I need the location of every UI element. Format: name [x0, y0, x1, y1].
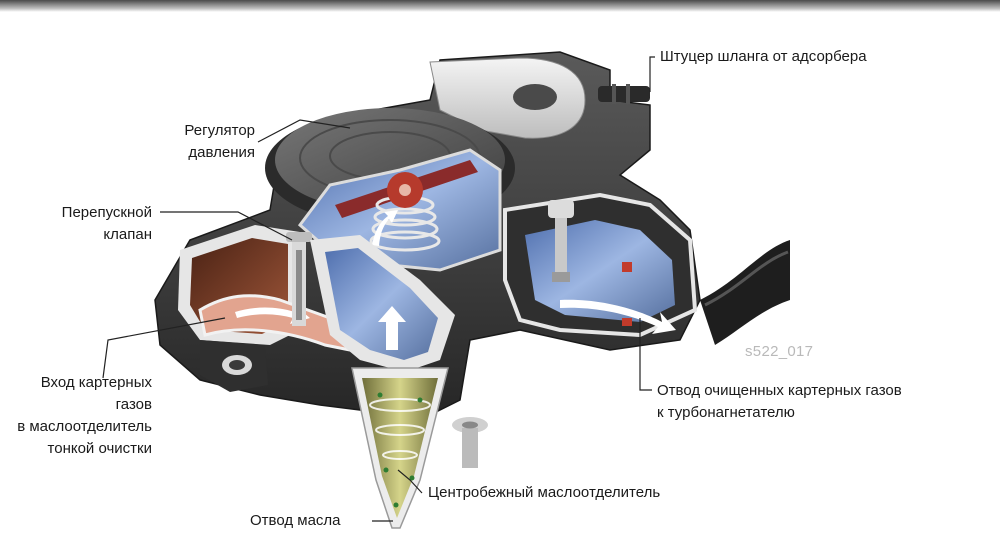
label-crankcase-inlet-line2: газов: [115, 396, 152, 413]
outlet-hose: [700, 240, 790, 345]
label-clean-gas-outlet: Отвод очищенных картерных газов к турбон…: [657, 380, 902, 424]
leader-adsorber: [649, 56, 655, 92]
center-flow-arrow: [378, 306, 406, 350]
regulator-spring: [369, 195, 441, 252]
label-crankcase-inlet-line3: в маслоотделитель: [17, 418, 152, 435]
clean-gas-flow-arrow: [560, 299, 676, 334]
leader-regulator: [257, 119, 351, 143]
figure-reference: s522_017: [745, 343, 814, 360]
label-adsorber-hose: Штуцер шланга от адсорбера: [660, 48, 867, 65]
chamber-red-seal-top: [622, 262, 632, 272]
leader-inlet: [102, 317, 226, 379]
mounting-screw: [452, 417, 488, 468]
outlet-hose-highlight: [704, 250, 789, 307]
chamber-red-seal-bottom: [622, 318, 632, 326]
label-pressure-regulator-line1: Регулятор: [184, 122, 255, 139]
label-centrifugal-separator: Центробежный маслоотделитель: [428, 484, 661, 501]
leader-bypass: [160, 211, 293, 241]
separator-swirl: [369, 398, 431, 460]
center-channel-interior: [325, 248, 438, 360]
bracket-hole: [513, 84, 557, 110]
label-clean-gas-outlet-line2: к турбонагнетателю: [657, 404, 795, 421]
top-shadow-bar: [0, 0, 1000, 12]
bypass-valve: [286, 232, 312, 326]
inlet-flow-arrow: [235, 304, 310, 324]
label-clean-gas-outlet-line1: Отвод очищенных картерных газов: [657, 382, 902, 399]
label-pressure-regulator: Регулятор давления: [150, 120, 255, 164]
adsorber-bracket: [429, 57, 586, 139]
regulator-flow-arrow: [372, 210, 398, 246]
label-bypass-valve: Перепускной клапан: [30, 202, 152, 246]
inlet-gas-channel: [198, 294, 362, 354]
regulator-red-wheel: [387, 172, 423, 208]
separator-cone-inner: [362, 378, 438, 518]
adsorber-nipple: [598, 84, 650, 104]
label-crankcase-inlet-line4: тонкой очистки: [47, 440, 152, 457]
label-bypass-valve-line2: клапан: [103, 226, 152, 243]
label-pressure-regulator-line2: давления: [188, 144, 255, 161]
leader-separator: [397, 469, 423, 494]
label-bypass-valve-line1: Перепускной: [61, 204, 152, 221]
leader-lines: [102, 56, 655, 522]
leader-outlet: [639, 318, 652, 391]
chamber-bolt: [548, 200, 574, 282]
oil-droplets: [377, 392, 423, 508]
label-oil-drain: Отвод масла: [250, 512, 341, 529]
label-crankcase-inlet-line1: Вход картерных: [40, 374, 152, 391]
label-crankcase-inlet: Вход картерных газов в маслоотделитель т…: [0, 372, 152, 460]
